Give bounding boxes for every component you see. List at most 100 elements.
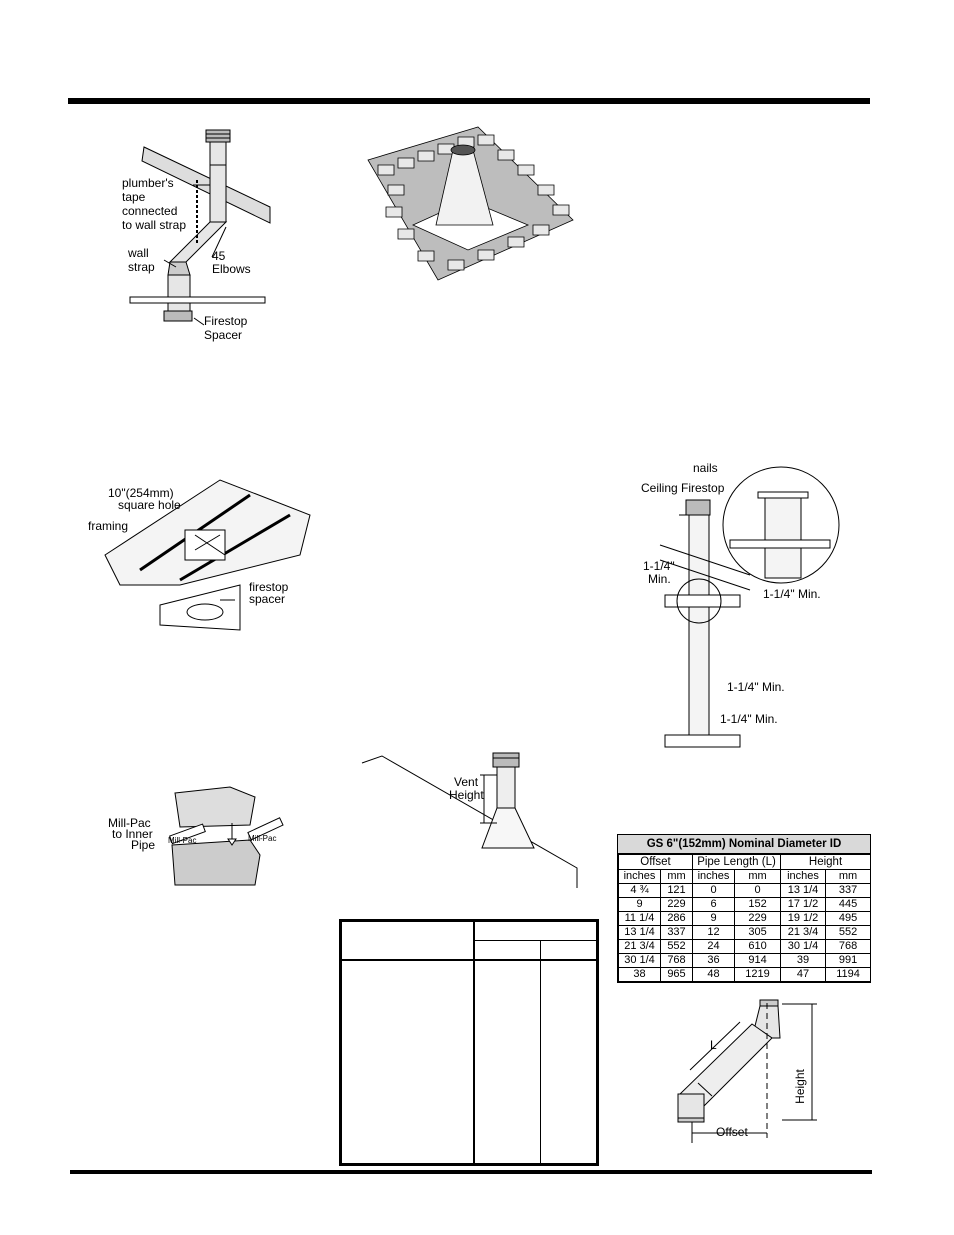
- cell: 610: [733, 939, 782, 954]
- cell: 0: [692, 883, 735, 898]
- label-min-a: Min.: [648, 572, 671, 586]
- cell: 229: [733, 911, 782, 926]
- cell: 768: [825, 939, 872, 954]
- cell: 152: [733, 897, 782, 912]
- cell: 337: [825, 883, 872, 898]
- unit-header: inches: [618, 869, 661, 884]
- offset-geometry-diagram: [672, 998, 832, 1148]
- cell: 6: [692, 897, 735, 912]
- label-to-inner: to Inner: [112, 827, 153, 841]
- roof-flashing-diagram: [358, 125, 583, 285]
- roof-offset-diagram: [120, 125, 270, 345]
- cell: 39: [780, 953, 827, 968]
- label-square-hole: square hole: [118, 498, 181, 512]
- cell: 21 3/4: [780, 925, 827, 940]
- cell: 552: [825, 925, 872, 940]
- unit-header: mm: [733, 869, 782, 884]
- label-vent: Vent: [454, 775, 479, 789]
- label-1-1-4-min-c: 1-1/4" Min.: [727, 680, 785, 694]
- label-height: Height: [449, 788, 484, 802]
- label-45: 45: [212, 249, 226, 263]
- gs-table-title: GS 6"(152mm) Nominal Diameter ID: [618, 835, 870, 854]
- label-1-1-4-min-d: 1-1/4" Min.: [720, 712, 778, 726]
- label-firestop: Firestop: [204, 314, 248, 328]
- millpac-diagram: [160, 785, 275, 895]
- cell: 305: [733, 925, 782, 940]
- cell: 337: [660, 925, 693, 940]
- cell: 495: [825, 911, 872, 926]
- label-spacer: Spacer: [204, 328, 243, 342]
- cell: 552: [660, 939, 693, 954]
- label-tape: tape: [122, 190, 146, 204]
- label-millpac: Mill-Pac: [108, 816, 151, 830]
- label-L: L: [710, 1038, 717, 1052]
- label-plumbers: plumber's: [122, 176, 174, 190]
- cell: 13 1/4: [618, 925, 661, 940]
- label-to-wall-strap: to wall strap: [122, 218, 187, 232]
- cell: 991: [825, 953, 872, 968]
- label-pipe: Pipe: [131, 838, 156, 852]
- cell: 12: [692, 925, 735, 940]
- cell: 21 3/4: [618, 939, 661, 954]
- label-1-1-4-a: 1-1/4": [643, 559, 675, 573]
- cell: 9: [692, 911, 735, 926]
- cell: 229: [660, 897, 693, 912]
- cell: 286: [660, 911, 693, 926]
- group-offset: Offset: [618, 854, 693, 870]
- label-spacer-2: spacer: [249, 592, 286, 606]
- cell: 38: [618, 967, 661, 982]
- blank-table: [339, 919, 599, 1166]
- label-nails: nails: [693, 461, 718, 475]
- label-height-dim: Height: [792, 1069, 807, 1104]
- header-rule: [68, 98, 870, 104]
- label-firestop-2: firestop: [249, 580, 289, 594]
- cell: 36: [692, 953, 735, 968]
- group-pipe-length: Pipe Length (L): [691, 854, 782, 870]
- cell: 13 1/4: [780, 883, 827, 898]
- cell: 19 1/2: [780, 911, 827, 926]
- vent-height-diagram: [362, 748, 582, 888]
- cell: 1194: [825, 967, 872, 982]
- label-1-1-4-min-b: 1-1/4" Min.: [763, 587, 821, 601]
- label-connected: connected: [122, 204, 178, 218]
- cell: 30 1/4: [618, 953, 661, 968]
- label-ceiling-firestop: Ceiling Firestop: [641, 481, 725, 495]
- cell: 17 1/2: [780, 897, 827, 912]
- gs-offset-table: GS 6"(152mm) Nominal Diameter ID Offset …: [617, 834, 872, 983]
- footer-rule: [70, 1170, 872, 1174]
- cell: 30 1/4: [780, 939, 827, 954]
- cell: 768: [660, 953, 693, 968]
- cell: 445: [825, 897, 872, 912]
- cell: 11 1/4: [618, 911, 661, 926]
- label-millpac-tag-1: Mill-Pac: [168, 836, 197, 845]
- cell: 121: [660, 883, 693, 898]
- cell: 9: [618, 897, 661, 912]
- label-elbows: Elbows: [212, 262, 251, 276]
- cell: 0: [733, 883, 782, 898]
- cell: 965: [660, 967, 693, 982]
- label-offset-dim: Offset: [716, 1125, 748, 1139]
- group-height: Height: [780, 854, 872, 870]
- label-10in: 10"(254mm): [108, 486, 174, 500]
- unit-header: inches: [780, 869, 827, 884]
- cell: 1219: [733, 967, 782, 982]
- ceiling-firestop-diagram: [650, 465, 840, 765]
- label-strap: strap: [128, 260, 155, 274]
- cell: 47: [780, 967, 827, 982]
- cell: 4 ¾: [618, 883, 661, 898]
- label-millpac-tag-2: Mill-Pac: [248, 834, 277, 843]
- unit-header: inches: [692, 869, 735, 884]
- label-framing: framing: [88, 519, 129, 533]
- cell: 24: [692, 939, 735, 954]
- cell: 914: [733, 953, 782, 968]
- cell: 48: [692, 967, 735, 982]
- unit-header: mm: [825, 869, 872, 884]
- unit-header: mm: [660, 869, 693, 884]
